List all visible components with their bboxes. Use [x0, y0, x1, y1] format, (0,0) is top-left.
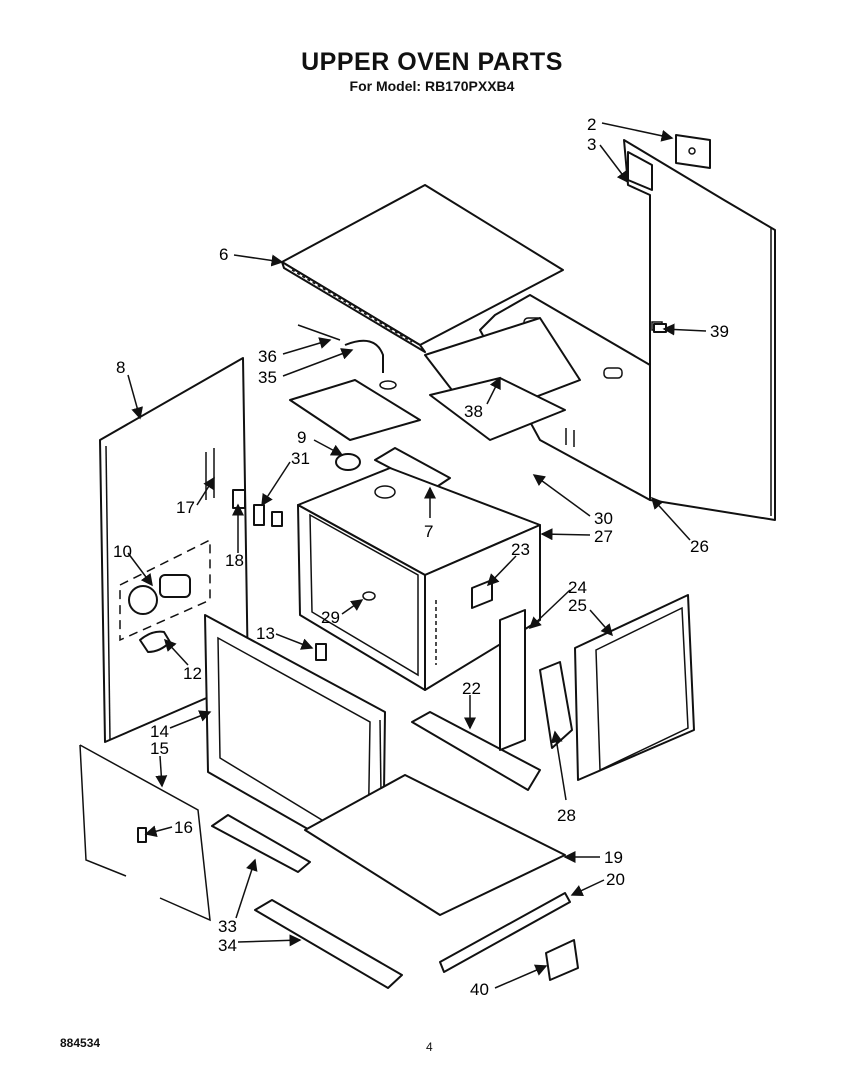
bottom-rail-part [254, 899, 403, 989]
callout-24: 24 [568, 578, 587, 597]
model-line: For Model: RB170PXXB4 [349, 78, 515, 94]
callout-31: 31 [291, 449, 310, 468]
front-rail-part [439, 892, 571, 973]
callout-26: 26 [690, 537, 709, 556]
callout-8: 8 [116, 358, 125, 377]
callout-7: 7 [424, 522, 433, 541]
callout-3: 3 [587, 135, 596, 154]
panel-clip-part [653, 323, 667, 333]
callout-34: 34 [218, 936, 237, 955]
callout-30: 30 [594, 509, 613, 528]
frame-clip-part [315, 643, 327, 661]
door-panel-part [574, 594, 695, 781]
callout-9: 9 [297, 428, 306, 447]
callout-23: 23 [511, 540, 530, 559]
callout-39: 39 [710, 322, 729, 341]
top-panel-part [281, 184, 564, 353]
callout-16: 16 [174, 818, 193, 837]
door-hinge-part [539, 661, 573, 749]
callout-20: 20 [606, 870, 625, 889]
callout-40: 40 [470, 980, 489, 999]
callout-36: 36 [258, 347, 277, 366]
callout-15: 15 [150, 739, 169, 758]
gasket-clip-part [137, 827, 147, 843]
callout-labels: 2 3 6 39 36 35 8 38 9 31 17 7 30 27 26 2… [113, 115, 729, 999]
callout-18: 18 [225, 551, 244, 570]
hinge-bracket-part [675, 134, 711, 169]
document-number: 884534 [60, 1036, 101, 1050]
page-title: UPPER OVEN PARTS [301, 48, 563, 76]
callout-29: 29 [321, 608, 340, 627]
oven-vent-bracket-part [289, 379, 451, 491]
corner-bracket-part [545, 939, 579, 981]
leader-lines [127, 122, 707, 989]
callout-22: 22 [462, 679, 481, 698]
callout-14: 14 [150, 722, 169, 741]
vent-trim-part [211, 814, 311, 873]
callout-35: 35 [258, 368, 277, 387]
callout-38: 38 [464, 402, 483, 421]
vent-hose-part [297, 324, 397, 390]
callout-25: 25 [568, 596, 587, 615]
callout-2: 2 [587, 115, 596, 134]
callout-10: 10 [113, 542, 132, 561]
callout-13: 13 [256, 624, 275, 643]
callout-28: 28 [557, 806, 576, 825]
support-rail-part [411, 711, 541, 791]
page-number: 4 [426, 1040, 433, 1054]
oven-cavity-part [297, 467, 541, 691]
callout-27: 27 [594, 527, 613, 546]
callout-33: 33 [218, 917, 237, 936]
interior-top-shelf-part [424, 317, 581, 441]
callout-17: 17 [176, 498, 195, 517]
door-gasket-part [79, 744, 211, 922]
callout-19: 19 [604, 848, 623, 867]
callout-12: 12 [183, 664, 202, 683]
latch-plate-part [499, 609, 526, 751]
callout-6: 6 [219, 245, 228, 264]
control-assembly-part [119, 538, 211, 653]
